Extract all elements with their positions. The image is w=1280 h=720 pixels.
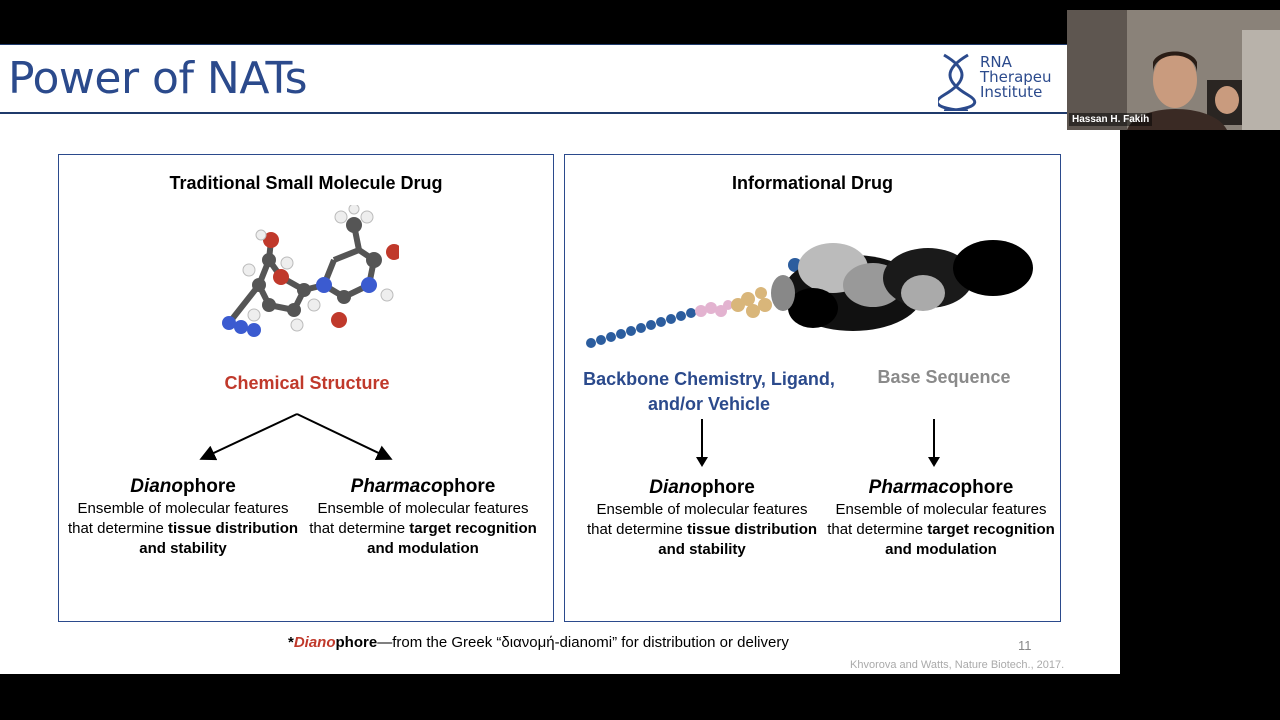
right-down-arrow [928, 419, 940, 467]
small-molecule-structure-image [222, 205, 399, 337]
left-dianophore-block: Dianophore Ensemble of molecular feature… [67, 476, 299, 558]
citation: Khvorova and Watts, Nature Biotech., 201… [850, 659, 1065, 671]
logo-text: RNA Therapeu Institute [980, 53, 1052, 101]
informational-drug-molecule-image [586, 240, 1033, 348]
left-pharmacophore-block: Pharmacophore Ensemble of molecular feat… [309, 476, 537, 558]
right-pharmacophore-block: Pharmacophore Ensemble of molecular feat… [827, 477, 1055, 559]
left-down-arrow [696, 419, 708, 467]
left-panel: Traditional Small Molecule Drug [58, 154, 554, 622]
branch-arrows [199, 413, 393, 461]
right-panel-title: Informational Drug [732, 173, 893, 193]
presentation-slide: Power of NATs RNA Therapeu Institute Tra… [0, 44, 1120, 674]
rna-institute-logo: RNA Therapeu Institute [935, 51, 1068, 113]
title-bar: Power of NATs RNA Therapeu Institute [0, 44, 1120, 114]
right-panel: Informational Drug [564, 154, 1061, 622]
chemical-structure-label: Chemical Structure [224, 373, 390, 393]
participant-name: Hassan H. Fakih [1069, 113, 1153, 126]
right-dianophore-block: Dianophore Ensemble of molecular feature… [586, 477, 818, 559]
left-panel-title: Traditional Small Molecule Drug [169, 173, 443, 193]
page-number: 11 [1018, 638, 1032, 653]
webcam-video-tile[interactable]: Hassan H. Fakih [1067, 10, 1280, 130]
presenter-video-image [1067, 10, 1280, 130]
backbone-chemistry-label: Backbone Chemistry, Ligand, and/or Vehic… [583, 369, 835, 414]
slide-title: Power of NATs [8, 53, 308, 104]
dna-helix-icon [935, 53, 977, 113]
footnote: *Dianophore—from the Greek “διανομή-dian… [288, 634, 789, 651]
base-sequence-label: Base Sequence [877, 367, 1011, 387]
